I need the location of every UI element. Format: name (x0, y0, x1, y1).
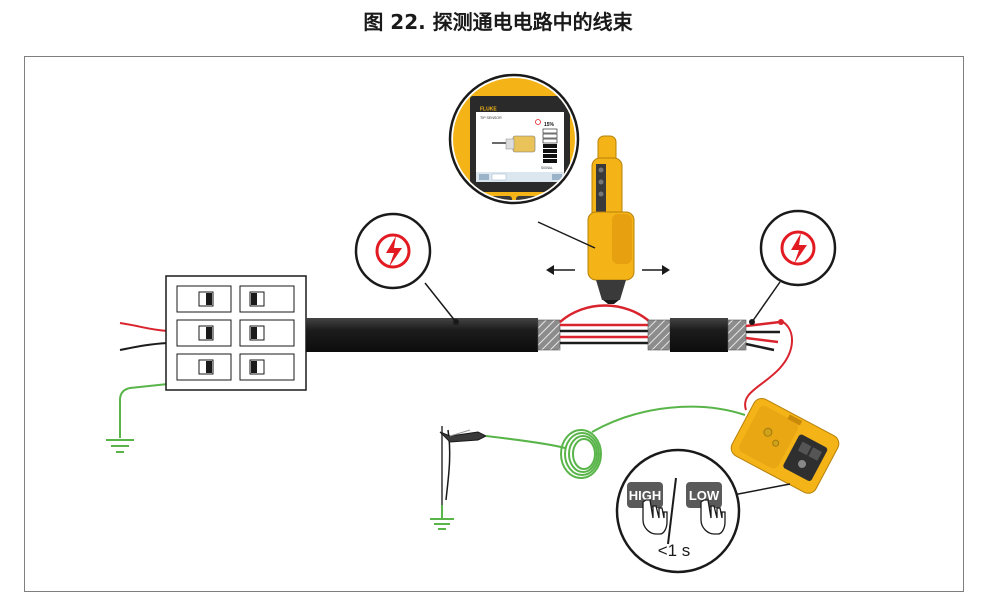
display-brand: FLUKE (480, 107, 497, 113)
ground-probe (439, 426, 488, 515)
press-duration-label: <1 s (658, 541, 691, 560)
exposed-conductors (559, 304, 651, 345)
signal-bar-graph (542, 128, 558, 163)
display-callout: FLUKE TIP SENSOR 15% SIGNAL (448, 73, 596, 249)
display-signal-label: SIGNAL (541, 166, 553, 170)
figure-title: 图 22. 探测通电电路中的线束 (363, 10, 633, 34)
high-button-label: HIGH (629, 488, 662, 503)
ground-symbol-icon (430, 505, 454, 530)
high-button: HIGH (627, 482, 663, 508)
breaker-switch (176, 353, 232, 381)
high-low-callout: HIGH LOW <1 s (615, 448, 791, 574)
high-voltage-callout-right (749, 209, 837, 325)
transmitter-unit (730, 397, 840, 494)
breaker-switch (239, 319, 295, 347)
breaker-panel (165, 275, 307, 391)
breaker-switch (239, 353, 295, 381)
cable-bundle (306, 304, 784, 352)
breaker-switch (176, 285, 232, 313)
green-ground-lead (485, 405, 746, 479)
arrow-right-icon (642, 265, 670, 275)
panel-incoming-wires (119, 322, 169, 438)
high-voltage-callout-left (354, 212, 459, 325)
high-voltage-icon (375, 233, 411, 269)
ground-symbol-icon (106, 439, 134, 453)
low-button: LOW (686, 482, 722, 508)
hand-press-icon (642, 499, 668, 535)
low-button-label: LOW (689, 488, 720, 503)
red-test-lead (744, 321, 793, 411)
display-percent: 15% (544, 122, 555, 128)
high-voltage-icon (780, 230, 816, 266)
receiver-probe (587, 135, 635, 304)
breaker-switch (239, 285, 295, 313)
display-mode-label: TIP SENSOR (480, 116, 502, 120)
hand-press-icon (700, 499, 726, 535)
cable-end-wires (745, 319, 784, 352)
breaker-switch (176, 319, 232, 347)
diagram-frame (24, 56, 964, 592)
arrow-left-icon (546, 265, 575, 275)
